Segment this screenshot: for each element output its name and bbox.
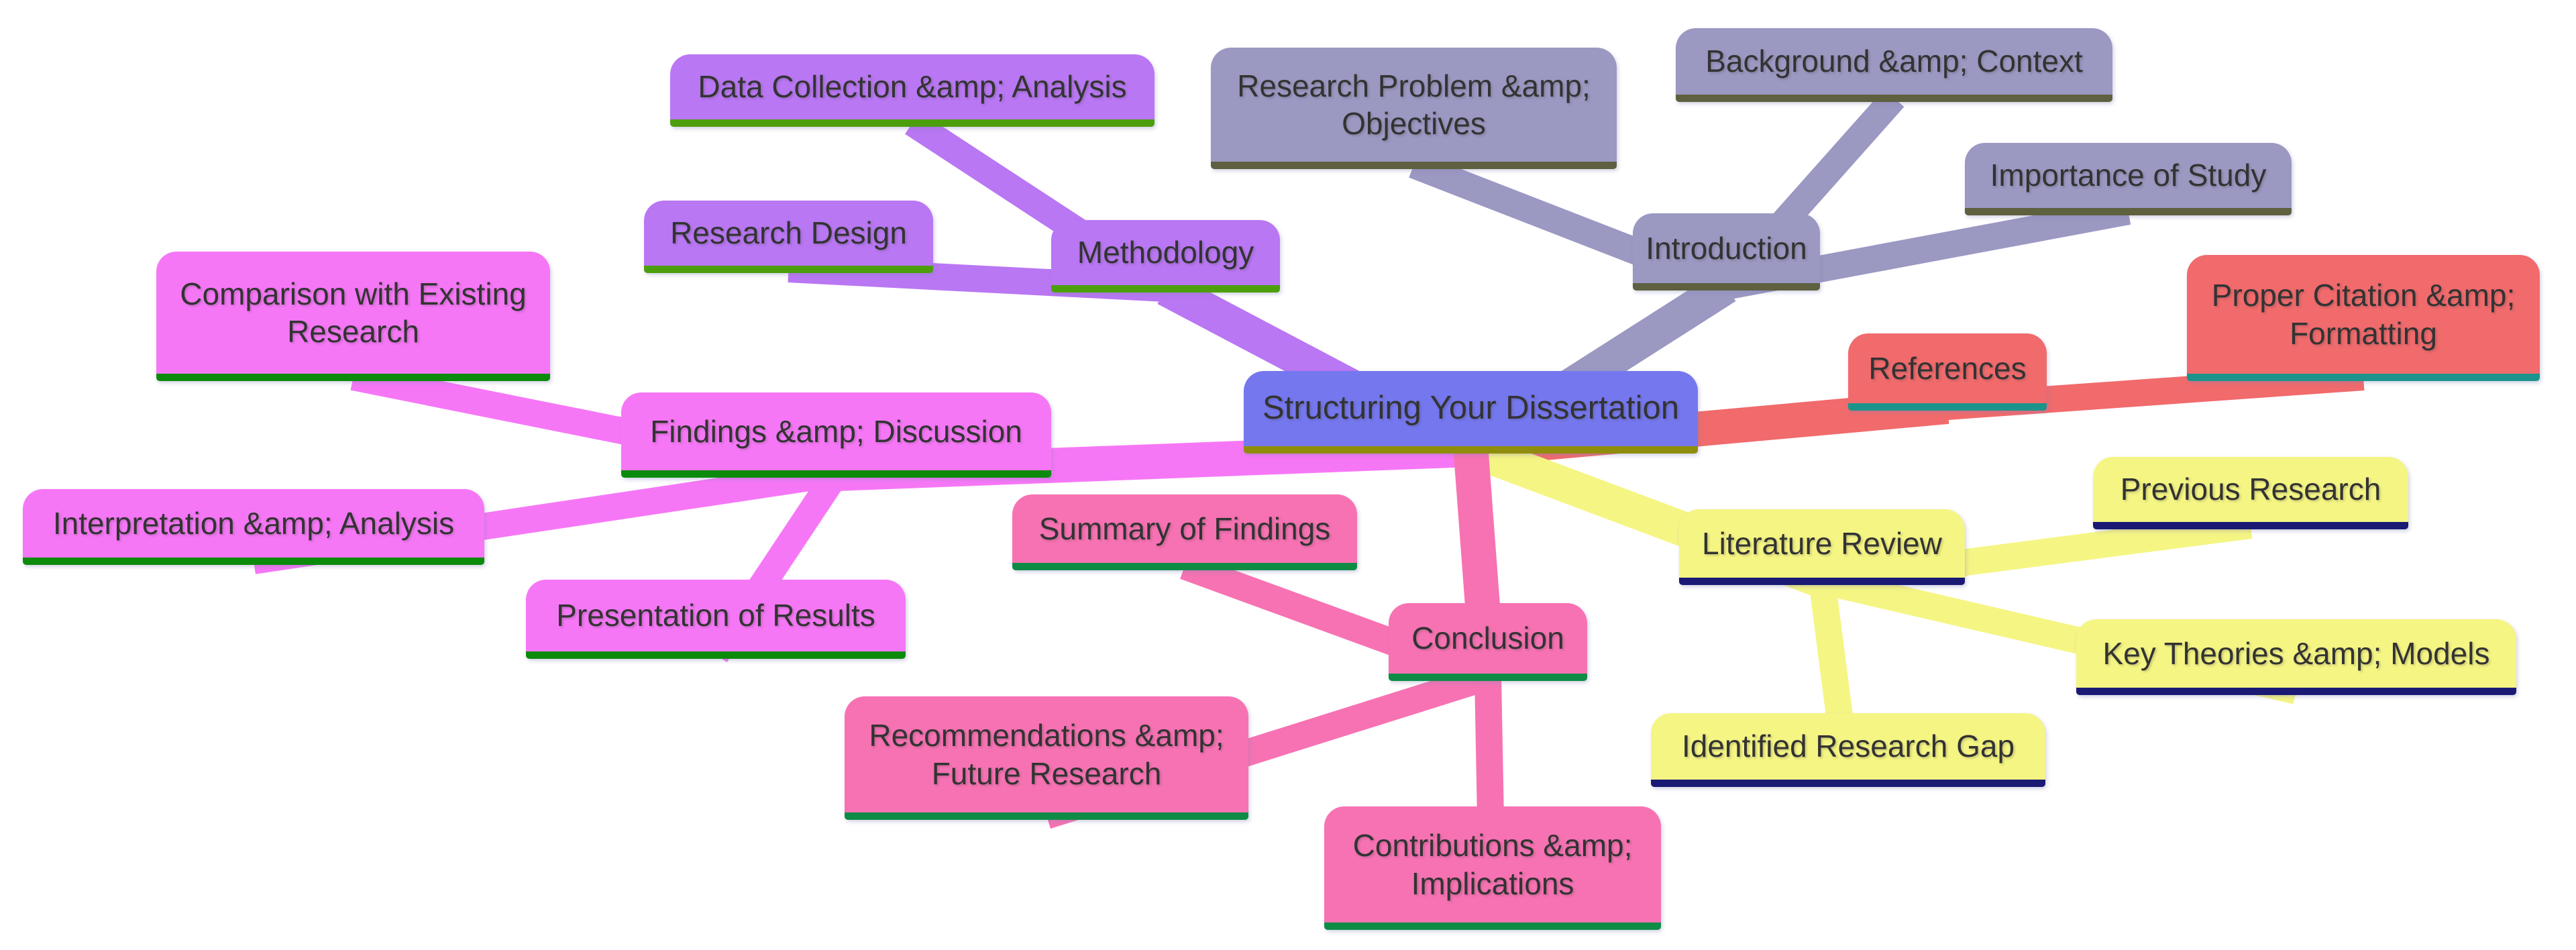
mindmap-node-background: Background &amp; Context: [1676, 28, 2112, 102]
mindmap-node-previous-research: Previous Research: [2093, 457, 2408, 529]
mindmap-node-identified-gap: Identified Research Gap: [1651, 713, 2045, 787]
mindmap-node-methodology: Methodology: [1051, 220, 1280, 293]
mindmap-node-research-problem: Research Problem &amp; Objectives: [1211, 48, 1617, 169]
node-label-root: Structuring Your Dissertation: [1263, 390, 1679, 427]
node-label-identified-gap: Identified Research Gap: [1681, 729, 2015, 764]
mindmap-node-research-design: Research Design: [644, 201, 933, 273]
mindmap-node-findings: Findings &amp; Discussion: [621, 392, 1051, 478]
mindmap-node-data-collection: Data Collection &amp; Analysis: [670, 54, 1155, 127]
node-label-previous-research: Previous Research: [2120, 472, 2381, 507]
node-label-recommendations: Recommendations &amp; Future Research: [869, 718, 1224, 791]
node-label-introduction: Introduction: [1646, 230, 1807, 266]
mindmap-node-proper-citation: Proper Citation &amp; Formatting: [2187, 255, 2540, 381]
node-label-research-problem: Research Problem &amp; Objectives: [1237, 68, 1591, 141]
node-label-presentation: Presentation of Results: [556, 598, 875, 633]
node-label-proper-citation: Proper Citation &amp; Formatting: [2211, 278, 2516, 351]
node-label-contributions: Contributions &amp; Implications: [1352, 828, 1633, 901]
node-label-research-design: Research Design: [670, 215, 907, 251]
mindmap-node-conclusion: Conclusion: [1389, 603, 1587, 681]
mindmap-node-importance: Importance of Study: [1965, 143, 2292, 215]
node-label-comparison: Comparison with Existing Research: [180, 276, 527, 349]
node-label-background: Background &amp; Context: [1705, 44, 2083, 79]
node-label-importance: Importance of Study: [1990, 158, 2267, 193]
node-label-interpretation: Interpretation &amp; Analysis: [52, 505, 455, 541]
mindmap-node-key-theories: Key Theories &amp; Models: [2076, 619, 2516, 695]
mindmap-node-comparison: Comparison with Existing Research: [156, 252, 550, 381]
mindmap-node-contributions: Contributions &amp; Implications: [1324, 806, 1661, 930]
node-label-conclusion: Conclusion: [1411, 621, 1564, 656]
mindmap-node-root: Structuring Your Dissertation: [1244, 371, 1698, 454]
node-label-summary: Summary of Findings: [1038, 511, 1331, 546]
node-label-methodology: Methodology: [1077, 235, 1254, 270]
node-label-key-theories: Key Theories &amp; Models: [2102, 635, 2490, 671]
mindmap-node-references: References: [1848, 333, 2047, 411]
mindmap-node-interpretation: Interpretation &amp; Analysis: [23, 489, 484, 565]
mindmap-node-literature: Literature Review: [1679, 509, 1965, 585]
node-label-literature: Literature Review: [1702, 525, 1942, 561]
mindmap-node-presentation: Presentation of Results: [526, 580, 906, 659]
mindmap-node-summary: Summary of Findings: [1012, 494, 1357, 570]
node-label-data-collection: Data Collection &amp; Analysis: [698, 69, 1127, 105]
mindmap-node-introduction: Introduction: [1633, 213, 1820, 291]
node-label-references: References: [1868, 350, 2027, 386]
mindmap-node-recommendations: Recommendations &amp; Future Research: [845, 696, 1248, 820]
node-label-findings: Findings &amp; Discussion: [650, 413, 1022, 449]
